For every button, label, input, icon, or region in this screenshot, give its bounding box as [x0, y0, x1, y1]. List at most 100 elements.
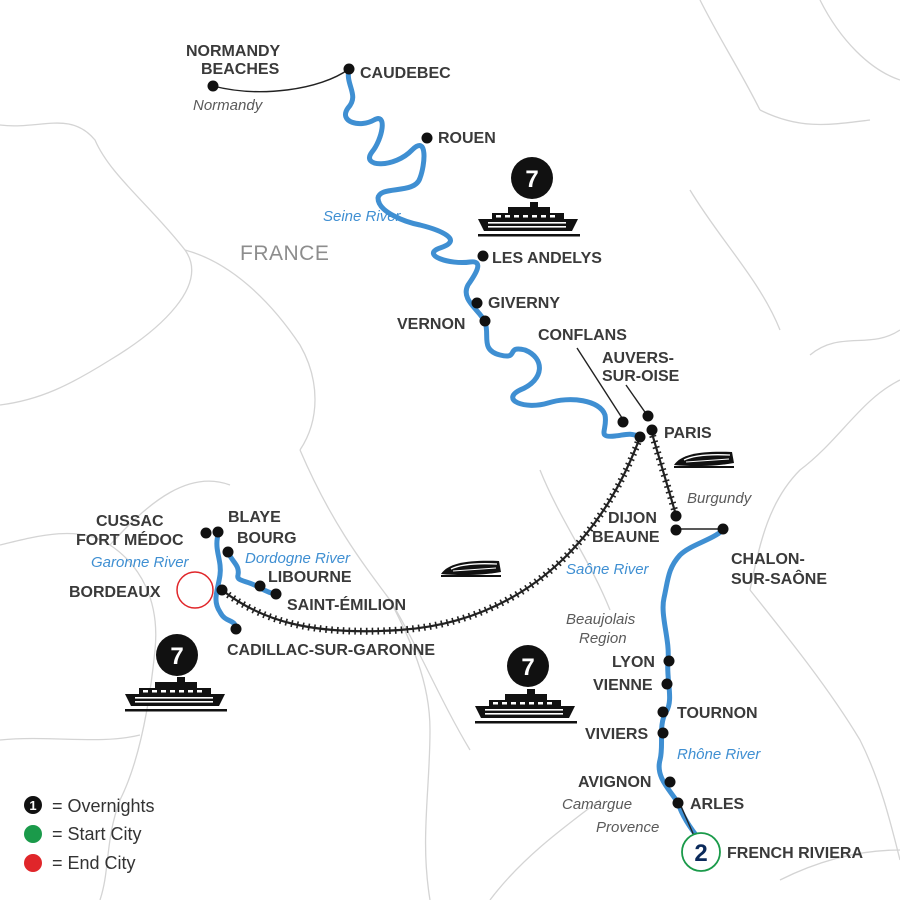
- dot-libourne: [254, 580, 266, 592]
- legend-end-city-icon: [24, 854, 42, 872]
- rivers: [213, 66, 726, 843]
- label-vienne: VIENNE: [593, 677, 653, 694]
- paris-bordeaux-rail-ties: [219, 435, 644, 635]
- ship-icon: [475, 689, 577, 724]
- label-auvers-2: SUR-OISE: [602, 368, 680, 385]
- riviera-overnights: 2: [694, 840, 707, 867]
- dot-caudebec: [343, 63, 355, 75]
- dot-vernon: [479, 315, 491, 327]
- dot-chalon: [717, 523, 729, 535]
- label-cussac: CUSSAC: [96, 513, 164, 530]
- dot-bordeaux: [216, 584, 228, 596]
- label-paris: PARIS: [664, 425, 712, 442]
- river-garonne: Garonne River: [91, 554, 190, 571]
- dot-conflans: [617, 416, 629, 428]
- legend: 1 = Overnights = Start City = End City: [24, 796, 155, 873]
- legend-end-city: = End City: [52, 853, 136, 873]
- start-city-marker: 2: [681, 832, 721, 872]
- label-tournon: TOURNON: [677, 705, 758, 722]
- dot-auvers: [642, 410, 654, 422]
- label-viviers: VIVIERS: [585, 726, 648, 743]
- label-normandy-beaches-2: BEACHES: [201, 61, 280, 78]
- label-rouen: ROUEN: [438, 130, 496, 147]
- overnight-badge-seine: 7: [511, 157, 553, 199]
- riviera-leader: [679, 803, 696, 839]
- dot-les-andelys: [477, 250, 489, 262]
- dot-beaune: [670, 524, 682, 536]
- dot-lyon: [663, 655, 675, 667]
- normandy-connector: [212, 68, 350, 93]
- overnight-badge-rhone: 7: [507, 645, 549, 687]
- label-saint-emilion: SAINT-ÉMILION: [287, 595, 406, 614]
- label-bourg: BOURG: [237, 530, 297, 547]
- country-label: FRANCE: [240, 242, 329, 265]
- label-libourne: LIBOURNE: [268, 569, 352, 586]
- label-beaune: BEAUNE: [592, 529, 660, 546]
- dot-viviers: [657, 727, 669, 739]
- rhone-overnights: 7: [521, 654, 534, 681]
- legend-overnights: = Overnights: [52, 796, 155, 816]
- dot-tournon: [657, 706, 669, 718]
- dot-dijon: [670, 510, 682, 522]
- paris-dijon-rail: [649, 429, 678, 516]
- end-city-marker: [176, 571, 214, 609]
- region-normandy: Normandy: [193, 97, 264, 114]
- label-arles: ARLES: [690, 796, 745, 813]
- legend-overnights-icon: [24, 796, 42, 814]
- label-bordeaux: BORDEAUX: [69, 584, 161, 601]
- river-rhone: Rhône River: [677, 746, 761, 763]
- legend-start-city: = Start City: [52, 824, 142, 844]
- overnight-badge-bordeaux: 7: [156, 634, 198, 676]
- dot-bourg: [222, 546, 234, 558]
- river-dordogne: Dordogne River: [245, 550, 351, 567]
- label-normandy-beaches: NORMANDY: [186, 43, 281, 60]
- dot-blaye: [212, 526, 224, 538]
- region-provence: Provence: [596, 819, 659, 836]
- dot-saint-emilion: [270, 588, 282, 600]
- dot-rouen: [421, 132, 433, 144]
- label-blaye: BLAYE: [228, 509, 281, 526]
- ship-icon: [125, 677, 227, 712]
- legend-start-city-icon: [24, 825, 42, 843]
- region-beaujolais-2: Region: [579, 630, 627, 647]
- label-cadillac: CADILLAC-SUR-GARONNE: [227, 642, 435, 659]
- train-icon: [440, 560, 502, 578]
- legend-overnights-num: 1: [29, 798, 36, 813]
- label-cussac-2: FORT MÉDOC: [76, 530, 184, 549]
- dordogne-river-line: [225, 549, 281, 597]
- label-french-riviera: FRENCH RIVIERA: [727, 845, 863, 862]
- dot-vienne: [661, 678, 673, 690]
- auvers-leader: [625, 384, 648, 416]
- dot-avignon: [664, 776, 676, 788]
- conflans-leader: [576, 347, 625, 422]
- river-seine: Seine River: [323, 208, 402, 225]
- dot-paris-a: [646, 424, 658, 436]
- label-caudebec: CAUDEBEC: [360, 65, 451, 82]
- dot-cussac: [200, 527, 212, 539]
- dot-normandy-beaches: [207, 80, 219, 92]
- ship-icon: [478, 202, 580, 237]
- label-dijon: DIJON: [608, 510, 657, 527]
- region-burgundy: Burgundy: [687, 490, 753, 507]
- label-les-andelys: LES ANDELYS: [492, 250, 602, 267]
- region-camargue: Camargue: [562, 796, 632, 813]
- connector-lines: [212, 68, 723, 839]
- dot-cadillac: [230, 623, 242, 635]
- label-giverny: GIVERNY: [488, 295, 560, 312]
- bordeaux-overnights: 7: [170, 643, 183, 670]
- label-conflans: CONFLANS: [538, 327, 627, 344]
- city-dots: [200, 63, 729, 809]
- seine-river-line: [343, 66, 643, 440]
- dot-giverny: [471, 297, 483, 309]
- label-chalon-2: SUR-SAÔNE: [731, 569, 827, 588]
- rail-lines: [219, 429, 680, 635]
- label-auvers: AUVERS-: [602, 350, 674, 367]
- seine-overnights: 7: [525, 166, 538, 193]
- garonne-river-line: [213, 532, 239, 633]
- label-avignon: AVIGNON: [578, 774, 651, 791]
- dot-paris-b: [634, 431, 646, 443]
- label-vernon: VERNON: [397, 316, 465, 333]
- label-chalon: CHALON-: [731, 551, 805, 568]
